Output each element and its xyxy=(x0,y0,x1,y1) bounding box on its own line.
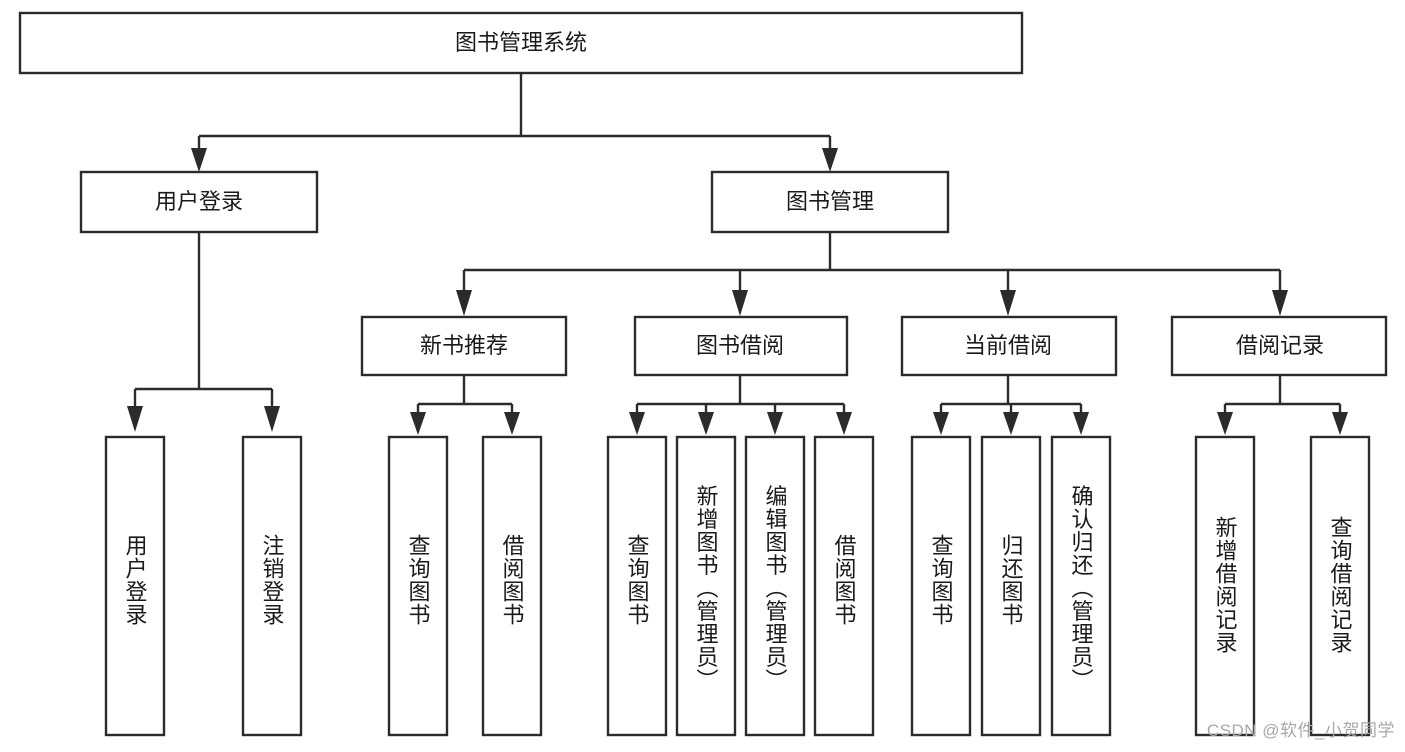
node-records[interactable]: 借阅记录 xyxy=(1170,315,1388,377)
node-borrow-box[interactable] xyxy=(633,315,849,377)
arrowhead-leaf-borrow-1 xyxy=(629,412,645,435)
node-current-label: 当前借阅 xyxy=(964,333,1052,358)
node-leaf-records-1-box[interactable] xyxy=(1194,435,1256,737)
node-leaf-borrow-1-box[interactable] xyxy=(606,435,668,737)
arrowhead-current xyxy=(1000,290,1016,316)
arrowhead-leaf-login-2 xyxy=(264,406,280,432)
node-leaf-borrow-4[interactable]: 借阅图书 xyxy=(813,435,875,737)
node-leaf-newbook-1-label: 查询图书 xyxy=(406,534,431,626)
node-current[interactable]: 当前借阅 xyxy=(900,315,1118,377)
node-bookmgmt-label: 图书管理 xyxy=(786,189,874,214)
edge-group-login xyxy=(127,232,280,432)
arrowhead-bookmgmt xyxy=(822,148,838,172)
node-login-box[interactable] xyxy=(79,170,319,234)
node-leaf-current-1-label: 查询图书 xyxy=(929,534,954,626)
node-leaf-records-2-label: 查询借阅记录 xyxy=(1328,516,1353,654)
node-login-label: 用户登录 xyxy=(155,189,243,214)
node-leaf-borrow-2[interactable]: 新增图书（管理员） xyxy=(675,435,737,737)
edge-group-bookmgmt xyxy=(456,232,1288,316)
node-leaf-login-2-label: 注销登录 xyxy=(260,534,285,626)
node-root[interactable]: 图书管理系统 xyxy=(18,11,1024,75)
node-borrow-label: 图书借阅 xyxy=(696,333,784,358)
node-newbook-box[interactable] xyxy=(360,315,568,377)
node-records-box[interactable] xyxy=(1170,315,1388,377)
node-leaf-newbook-1-box[interactable] xyxy=(387,435,449,737)
node-leaf-borrow-4-label: 借阅图书 xyxy=(832,534,857,626)
edge-group-current xyxy=(933,375,1089,435)
edge-group-borrow xyxy=(629,375,852,435)
node-leaf-borrow-2-label: 新增图书（管理员） xyxy=(694,485,719,692)
node-leaf-current-3[interactable]: 确认归还（管理员） xyxy=(1050,435,1112,737)
node-leaf-borrow-3-box[interactable] xyxy=(744,435,806,737)
arrowhead-leaf-current-2 xyxy=(1003,412,1019,435)
arrowhead-leaf-records-1 xyxy=(1217,412,1233,435)
arrowhead-leaf-records-2 xyxy=(1332,412,1348,435)
node-leaf-borrow-1-label: 查询图书 xyxy=(625,534,650,626)
arrowhead-leaf-login-1 xyxy=(127,406,143,432)
node-leaf-newbook-2[interactable]: 借阅图书 xyxy=(481,435,543,737)
node-newbook[interactable]: 新书推荐 xyxy=(360,315,568,377)
edge-group-newbook xyxy=(410,375,520,435)
arrowhead-leaf-current-1 xyxy=(933,412,949,435)
node-leaf-records-1-label: 新增借阅记录 xyxy=(1213,516,1238,654)
arrowhead-leaf-newbook-1 xyxy=(410,412,426,435)
node-leaf-login-1-label: 用户登录 xyxy=(123,534,148,626)
arrowhead-leaf-newbook-2 xyxy=(504,412,520,435)
csdn-watermark: CSDN @软件_小贺同学 xyxy=(1206,721,1395,740)
node-leaf-login-1[interactable]: 用户登录 xyxy=(104,435,166,737)
node-leaf-login-1-box[interactable] xyxy=(104,435,166,737)
node-records-label: 借阅记录 xyxy=(1236,333,1324,358)
node-leaf-borrow-2-box[interactable] xyxy=(675,435,737,737)
node-leaf-newbook-2-label: 借阅图书 xyxy=(500,534,525,626)
node-login[interactable]: 用户登录 xyxy=(79,170,319,234)
node-newbook-label: 新书推荐 xyxy=(420,333,508,358)
node-leaf-records-2[interactable]: 查询借阅记录 xyxy=(1309,435,1371,737)
edge-group-root xyxy=(191,73,838,172)
node-leaf-login-2-box[interactable] xyxy=(241,435,303,737)
node-current-box[interactable] xyxy=(900,315,1118,377)
node-bookmgmt[interactable]: 图书管理 xyxy=(710,170,950,234)
node-leaf-current-2[interactable]: 归还图书 xyxy=(980,435,1042,737)
node-leaf-current-3-label: 确认归还（管理员） xyxy=(1069,485,1094,692)
node-leaf-login-2[interactable]: 注销登录 xyxy=(241,435,303,737)
node-root-label: 图书管理系统 xyxy=(455,30,587,55)
arrowhead-records xyxy=(1272,290,1288,316)
arrowhead-leaf-current-3 xyxy=(1073,412,1089,435)
node-borrow[interactable]: 图书借阅 xyxy=(633,315,849,377)
arrowhead-leaf-borrow-3 xyxy=(767,412,783,435)
node-leaf-borrow-3-label: 编辑图书（管理员） xyxy=(763,485,788,692)
arrowhead-borrow xyxy=(732,290,748,316)
node-leaf-newbook-1[interactable]: 查询图书 xyxy=(387,435,449,737)
node-root-box[interactable] xyxy=(18,11,1024,75)
node-leaf-borrow-1[interactable]: 查询图书 xyxy=(606,435,668,737)
node-leaf-records-1[interactable]: 新增借阅记录 xyxy=(1194,435,1256,737)
node-bookmgmt-box[interactable] xyxy=(710,170,950,234)
node-leaf-current-1[interactable]: 查询图书 xyxy=(910,435,972,737)
edge-group-records xyxy=(1217,375,1348,435)
node-leaf-borrow-3[interactable]: 编辑图书（管理员） xyxy=(744,435,806,737)
arrowhead-leaf-borrow-2 xyxy=(698,412,714,435)
arrowhead-leaf-borrow-4 xyxy=(836,412,852,435)
node-leaf-current-2-label: 归还图书 xyxy=(999,534,1024,626)
arrowhead-login xyxy=(191,148,207,172)
node-leaf-current-1-box[interactable] xyxy=(910,435,972,737)
node-leaf-newbook-2-box[interactable] xyxy=(481,435,543,737)
node-leaf-borrow-4-box[interactable] xyxy=(813,435,875,737)
node-leaf-current-3-box[interactable] xyxy=(1050,435,1112,737)
arrowhead-newbook xyxy=(456,290,472,316)
node-leaf-records-2-box[interactable] xyxy=(1309,435,1371,737)
node-leaf-current-2-box[interactable] xyxy=(980,435,1042,737)
